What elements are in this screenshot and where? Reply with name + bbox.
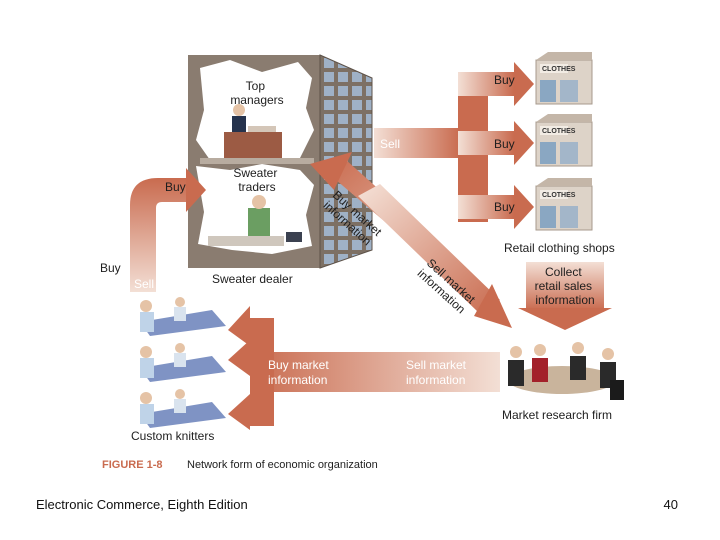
footer-page-number: 40 xyxy=(663,497,678,512)
sell-market-info-label: Sell market information xyxy=(406,358,469,387)
retail-clothing-shops-label: Retail clothing shops xyxy=(504,241,615,255)
buy-knitters-label: Buy xyxy=(165,180,186,194)
buy-market-info-label: Buy market information xyxy=(268,358,332,387)
shop-sign-1: CLOTHES xyxy=(542,66,576,73)
knitter-row-3 xyxy=(140,389,226,428)
sell-left-label: Sell xyxy=(134,277,154,291)
buy-shop-3-label: Buy xyxy=(494,200,515,214)
shop-sign-2: CLOTHES xyxy=(542,128,576,135)
custom-knitters-label: Custom knitters xyxy=(131,429,214,443)
knitter-row-1 xyxy=(140,297,226,336)
collect-retail-info-label: Collect retail sales information xyxy=(535,265,596,307)
sell-to-shops-arrow xyxy=(374,62,534,229)
retail-shop-3 xyxy=(535,178,593,231)
retail-shop-2 xyxy=(535,114,593,167)
sell-market-info-diagonal-arrow xyxy=(358,184,512,328)
buy-from-knitters-arrow xyxy=(130,168,206,292)
market-info-to-knitters-arrow xyxy=(228,306,500,430)
sweater-traders-label: Sweater traders xyxy=(233,166,280,194)
buy-left-label: Buy xyxy=(100,261,121,275)
figure-number: FIGURE 1-8 xyxy=(102,459,163,471)
market-research-firm-label: Market research firm xyxy=(502,408,612,422)
top-managers-label: Top managers xyxy=(230,79,283,107)
knitter-row-2 xyxy=(140,343,226,382)
sweater-dealer-label: Sweater dealer xyxy=(212,272,293,286)
buy-shop-1-label: Buy xyxy=(494,73,515,87)
custom-knitters xyxy=(140,297,226,428)
market-research-firm xyxy=(508,342,624,400)
sweater-dealer-building xyxy=(188,54,373,269)
footer-book-title: Electronic Commerce, Eighth Edition xyxy=(36,497,248,512)
shop-sign-3: CLOTHES xyxy=(542,192,576,199)
buy-shop-2-label: Buy xyxy=(494,137,515,151)
figure-caption: Network form of economic organization xyxy=(187,459,378,471)
collect-retail-info-arrow xyxy=(518,262,612,330)
sell-to-shops-label: Sell xyxy=(380,137,400,151)
retail-shop-1 xyxy=(535,52,593,105)
